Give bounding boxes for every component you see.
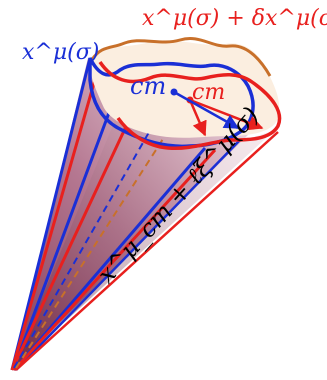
- label-perturbed-curve: x^μ(σ) + δx^μ(σ): [142, 6, 327, 31]
- label-original-curve: x^μ(σ): [22, 40, 100, 65]
- blue-cone-edge-far: [15, 139, 241, 371]
- orange-cap-curve: [90, 37, 272, 77]
- red-displacement-arrow-1: [188, 99, 207, 137]
- blue-cm-ray: [13, 91, 173, 369]
- blue-displacement-arrow: [173, 90, 240, 130]
- blue-cone-edge-left: [10, 57, 92, 371]
- red-cone-edge-far: [15, 131, 279, 371]
- red-cap-curve: [98, 60, 282, 151]
- label-cm-red: cm: [192, 80, 226, 105]
- red-cone-edge-mid: [10, 117, 132, 371]
- blue-cone-edge-mid: [12, 109, 112, 369]
- red-displacement-arrow-2: [189, 98, 264, 131]
- label-cm-blue: cm: [130, 72, 167, 100]
- blue-cap-curve: [88, 57, 255, 149]
- red-cone-edge-right: [12, 148, 217, 372]
- red-cone-edge-left: [10, 61, 102, 371]
